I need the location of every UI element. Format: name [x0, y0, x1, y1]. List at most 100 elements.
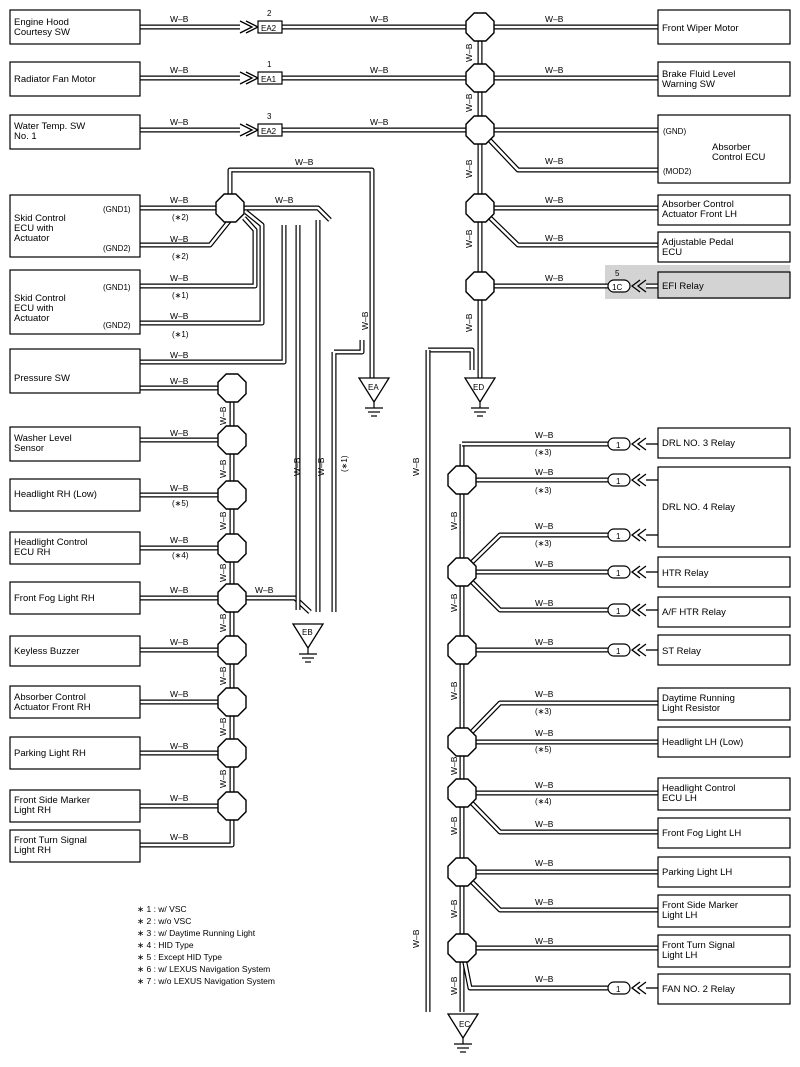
- label-pressure-sw: Pressure SW: [14, 373, 70, 384]
- label-skid1-1: Skid Control: [14, 213, 66, 224]
- headlight-lh-low-box: [657, 726, 791, 758]
- splice-right-lower-1: [447, 557, 477, 587]
- drl-resistor-box: [657, 687, 791, 721]
- splice-left-6: [217, 635, 247, 665]
- wire-af-htr-core: [461, 571, 608, 612]
- label-htr: HTR Relay: [662, 568, 709, 579]
- wire-label-v-4: W–B: [464, 313, 474, 332]
- wire-label-10: W–B: [170, 195, 189, 205]
- wire-fog-to-eb-core: [232, 596, 311, 613]
- wire-label-v-12: W–B: [218, 769, 228, 788]
- ground-labels: EA ED EB EC: [302, 383, 484, 1029]
- connector-ea1-code: EA1: [261, 75, 277, 84]
- label-af-htr: A/F HTR Relay: [662, 607, 726, 618]
- connector-ea2-top: EA2 2: [239, 9, 283, 34]
- label-skid2-gnd2: (GND2): [103, 321, 131, 330]
- wire-label-6: W–B: [170, 117, 189, 127]
- wire-label-v-16: W–B: [411, 457, 421, 476]
- splice-right-lower-5: [447, 857, 477, 887]
- cond-c2-a: (∗2): [172, 213, 189, 222]
- wire-label-v-2: W–B: [464, 159, 474, 178]
- front-fog-light-rh-box: [9, 581, 141, 615]
- connector-arrow-icon: [630, 437, 647, 451]
- wire-label-26: W–B: [170, 689, 189, 699]
- splice-right-lower-6: [447, 933, 477, 963]
- wire-label-30: W–B: [535, 430, 554, 440]
- pressure-sw-box: [9, 348, 141, 394]
- note-6: ∗ 6 : w/ LEXUS Navigation System: [137, 964, 270, 974]
- relay-connector-pin: 1: [616, 532, 621, 541]
- wire-label-v-21: W–B: [449, 816, 459, 835]
- label-washer-1: Washer Level: [14, 433, 72, 444]
- note-5: ∗ 5 : Except HID Type: [137, 952, 222, 962]
- label-brake-fluid-2: Warning SW: [662, 79, 715, 90]
- relay-connector-pin: 1: [616, 441, 621, 450]
- cond-c1-vertical: (∗1): [340, 455, 349, 472]
- wire-label-v-3: W–B: [464, 229, 474, 248]
- radiator-fan-motor-box: [9, 61, 141, 97]
- water-temp-sw-box: [9, 114, 141, 150]
- label-turn-lh-2: Light LH: [662, 950, 698, 961]
- wire-skid-to-ea: [227, 167, 375, 378]
- cond-c5-lh: (∗5): [535, 745, 552, 754]
- wire-drl-resistor: [460, 700, 658, 744]
- label-hl-ctrl-rh-2: ECU RH: [14, 547, 51, 558]
- splice-right-lower-4: [447, 778, 477, 808]
- wire-absorber-mod2: [478, 128, 658, 173]
- absorber-control-actuator-rh-box: [9, 685, 141, 719]
- connector-arrow-icon: [630, 279, 647, 293]
- note-2: ∗ 2 : w/o VSC: [137, 916, 191, 926]
- wire-label-24: W–B: [255, 585, 274, 595]
- cond-c1-b: (∗1): [172, 330, 189, 339]
- wire-label-18: W–B: [170, 350, 189, 360]
- connector-ea2-mid: EA2 3: [239, 112, 283, 137]
- relay-connector-pin: 1: [616, 607, 621, 616]
- note-1: ∗ 1 : w/ VSC: [137, 904, 187, 914]
- label-fan2: FAN NO. 2 Relay: [662, 984, 735, 995]
- splice-right-upper-3: [465, 193, 495, 223]
- connector-arrow-icon: [630, 565, 647, 579]
- label-skid1-2: ECU with: [14, 223, 54, 234]
- wire-eb-vertical-2: [331, 340, 365, 612]
- wire-label-14: W–B: [545, 233, 564, 243]
- wire-label-3: W–B: [170, 65, 189, 75]
- label-efi: EFI Relay: [662, 281, 704, 292]
- splice-right-lower-0: [447, 465, 477, 495]
- component-labels: Engine Hood Courtesy SW Radiator Fan Mot…: [14, 17, 765, 995]
- relay-connector-3: 1: [607, 565, 658, 579]
- wire-label-25: W–B: [170, 637, 189, 647]
- label-pedal-1: Adjustable Pedal: [662, 237, 733, 248]
- note-4: ∗ 4 : HID Type: [137, 940, 194, 950]
- efi-relay-box: [657, 271, 791, 299]
- front-side-marker-lh-box: [657, 894, 791, 928]
- front-turn-signal-rh-box: [9, 829, 141, 863]
- connector-1c: 1C 5: [607, 269, 647, 293]
- label-parking-rh: Parking Light RH: [14, 748, 86, 759]
- wire-label-16: W–B: [170, 273, 189, 283]
- label-abs-ctrl-rh-1: Absorber Control: [14, 692, 86, 703]
- connector-ea2-mid-pin: 3: [267, 112, 272, 121]
- relay-connector-1: 1: [607, 473, 658, 487]
- wire-label-v-14: W–B: [292, 457, 302, 476]
- wire-label-33: W–B: [535, 559, 554, 569]
- wire-label-5: W–B: [545, 65, 564, 75]
- label-skid2-2: ECU with: [14, 303, 54, 314]
- wire-label-v-11: W–B: [218, 717, 228, 736]
- wire-label-41: W–B: [535, 897, 554, 907]
- wire-eb-vertical-2-core: [332, 340, 364, 612]
- connector-arrow-icon: [630, 603, 647, 617]
- wire-label-36: W–B: [535, 689, 554, 699]
- splice-left-8: [217, 738, 247, 768]
- connector-arrow-icon: [630, 473, 647, 487]
- front-turn-signal-lh-box: [657, 934, 791, 968]
- cond-c4-lh: (∗4): [535, 797, 552, 806]
- wire-label-v-13: W–B: [360, 311, 370, 330]
- wire-skid1-gnd2-core: [140, 219, 232, 247]
- label-skid2-3: Actuator: [14, 313, 49, 324]
- grounds: [291, 377, 497, 1053]
- label-fog-rh: Front Fog Light RH: [14, 593, 95, 604]
- connector-1c-pin: 5: [615, 269, 620, 278]
- label-turn-rh-1: Front Turn Signal: [14, 835, 87, 846]
- st-relay-box: [657, 634, 791, 666]
